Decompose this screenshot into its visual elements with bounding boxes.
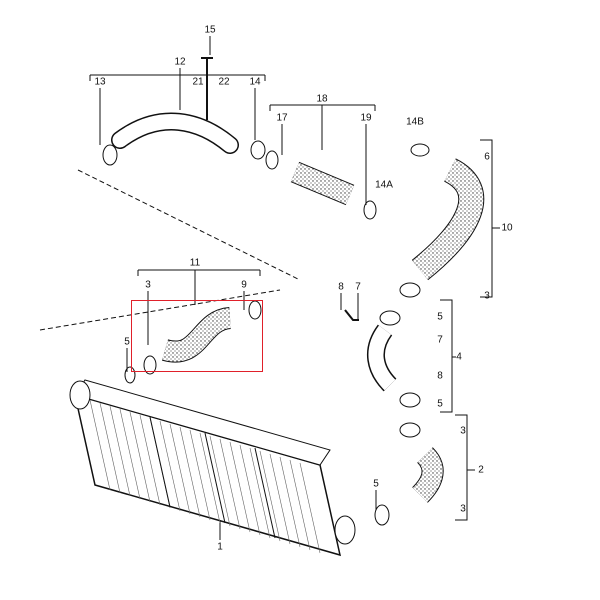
callout-13: 13 bbox=[94, 76, 106, 88]
callout-5: 5 bbox=[437, 398, 443, 410]
callout-9: 9 bbox=[241, 279, 247, 291]
callout-21: 21 bbox=[192, 76, 204, 88]
callout-15: 15 bbox=[204, 24, 216, 36]
callout-8: 8 bbox=[437, 370, 443, 382]
callout-11: 11 bbox=[189, 257, 201, 269]
callout-14a: 14A bbox=[375, 179, 393, 191]
callout-6: 6 bbox=[484, 151, 490, 163]
callout-3: 3 bbox=[460, 425, 466, 437]
callout-8: 8 bbox=[338, 281, 344, 293]
callout-12: 12 bbox=[174, 56, 186, 68]
callout-1: 1 bbox=[217, 541, 223, 553]
callout-22: 22 bbox=[218, 76, 230, 88]
callout-14: 14 bbox=[249, 76, 261, 88]
callout-14b: 14B bbox=[406, 116, 424, 128]
callout-3: 3 bbox=[460, 503, 466, 515]
callout-3: 3 bbox=[484, 290, 490, 302]
callout-5: 5 bbox=[124, 336, 130, 348]
callout-2: 2 bbox=[478, 464, 484, 476]
callout-4: 4 bbox=[456, 351, 462, 363]
callout-17: 17 bbox=[276, 112, 288, 124]
callout-10: 10 bbox=[501, 222, 513, 234]
highlight-box-part-11 bbox=[131, 300, 263, 372]
callout-5: 5 bbox=[437, 311, 443, 323]
callout-7: 7 bbox=[355, 281, 361, 293]
callout-3: 3 bbox=[145, 279, 151, 291]
callout-7: 7 bbox=[437, 334, 443, 346]
callout-19: 19 bbox=[360, 112, 372, 124]
callout-5: 5 bbox=[373, 478, 379, 490]
callout-18: 18 bbox=[316, 93, 328, 105]
